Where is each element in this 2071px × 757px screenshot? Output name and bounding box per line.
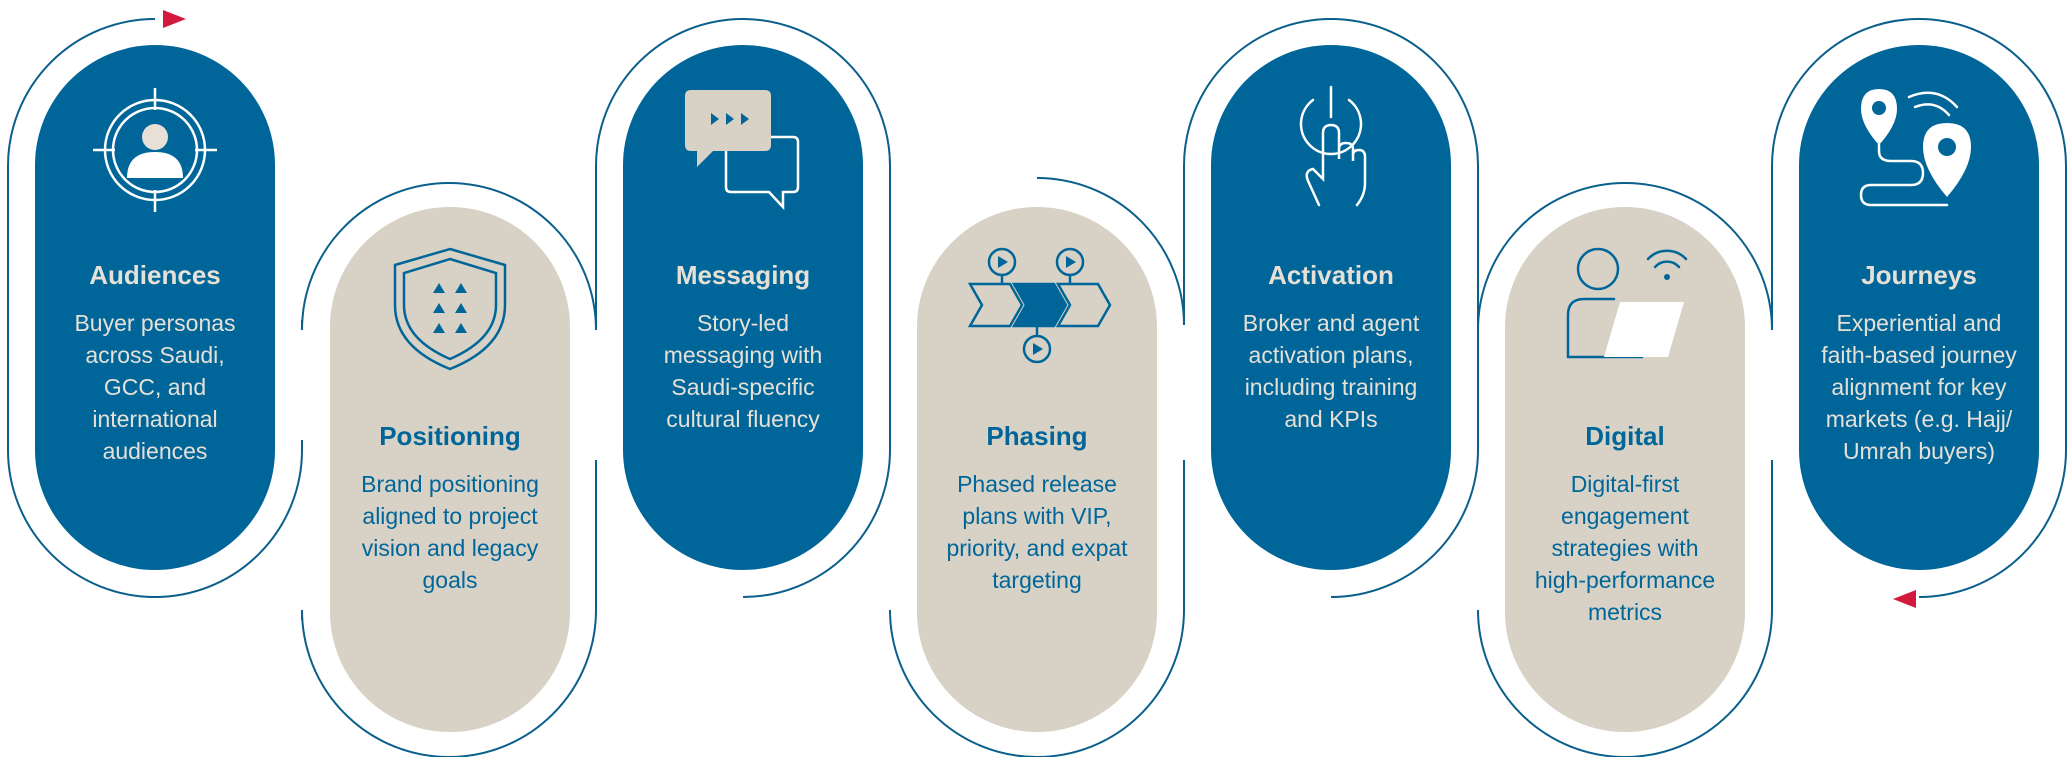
outer-arc-2b: [301, 609, 450, 757]
map-route-pins-icon: [1799, 75, 2039, 215]
end-arrow-icon: [1893, 590, 1916, 608]
shield-icon: [330, 237, 570, 377]
outer-arc-3: [595, 17, 891, 598]
outer-arc-4: [1036, 177, 1185, 326]
step-description: Buyer personas across Saudi, GCC, and in…: [74, 310, 236, 464]
person-laptop-wifi-icon: [1505, 237, 1745, 377]
start-arrow-icon: [163, 10, 186, 28]
step-title: Positioning: [379, 421, 521, 451]
step-title: Journeys: [1861, 260, 1977, 290]
step-description: Digital-first engagement strategies with…: [1534, 471, 1716, 625]
step-activation: Activation Broker and agent activation p…: [1211, 45, 1451, 570]
step-title: Audiences: [89, 260, 221, 290]
chat-bubbles-icon: [623, 75, 863, 215]
outer-arc-1: [7, 18, 303, 599]
step-description: Brand positioning aligned to project vis…: [361, 471, 539, 593]
target-person-icon: [35, 80, 275, 220]
step-title: Messaging: [675, 260, 811, 290]
outer-arc-2c: [448, 460, 597, 757]
outer-arc-2: [301, 181, 597, 331]
power-touch-icon: [1211, 75, 1451, 215]
step-title: Activation: [1268, 260, 1394, 290]
step-phasing: Phasing Phased release plans with VIP, p…: [917, 207, 1157, 732]
phasing-arrows-icon: [917, 232, 1157, 372]
step-messaging: Messaging Story-led messaging with Saudi…: [623, 45, 863, 570]
outer-arc-7: [1771, 17, 2067, 598]
step-audiences: Audiences Buyer personas across Saudi, G…: [35, 45, 275, 570]
step-description: Experiential and faith-based journey ali…: [1821, 310, 2017, 464]
step-description: Story-led messaging with Saudi-specific …: [663, 310, 823, 432]
step-title: Phasing: [986, 421, 1088, 451]
step-positioning: Positioning Brand positioning aligned to…: [330, 207, 570, 732]
outer-arc-6: [1477, 181, 1773, 331]
step-description: Broker and agent activation plans, inclu…: [1242, 310, 1420, 432]
step-title: Digital: [1585, 421, 1665, 451]
step-description: Phased release plans with VIP, priority,…: [946, 471, 1128, 593]
outer-arc-5: [1183, 17, 1479, 598]
step-digital: Digital Digital-first engagement strateg…: [1505, 207, 1745, 732]
step-journeys: Journeys Experiential and faith-based jo…: [1799, 45, 2039, 570]
